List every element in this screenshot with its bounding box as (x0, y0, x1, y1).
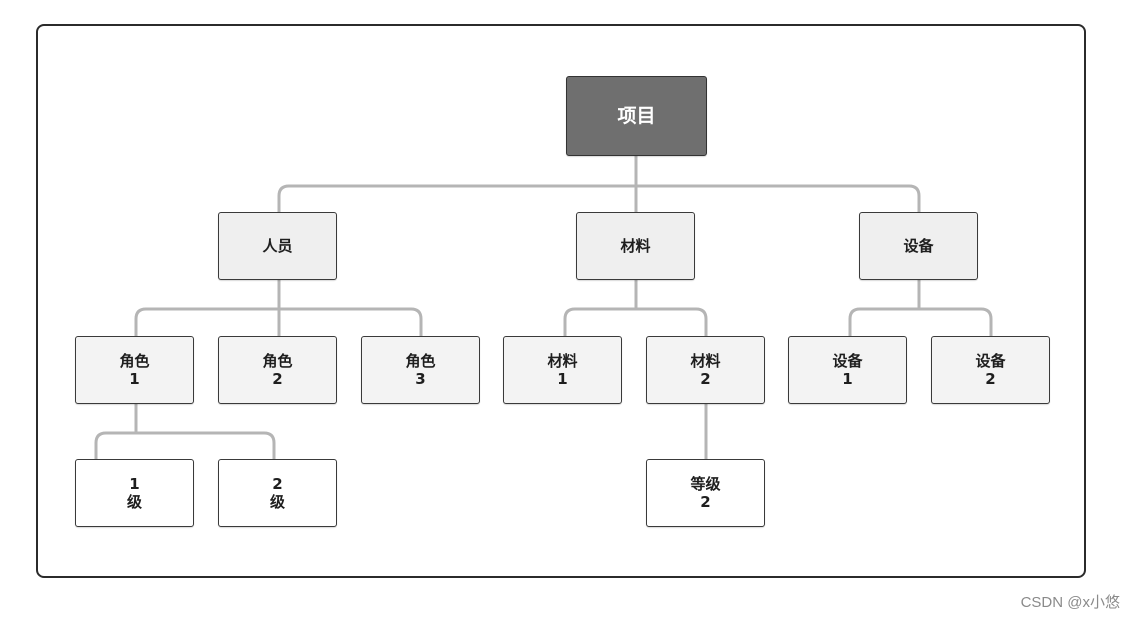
node-level-1-line-2: 级 (126, 493, 142, 511)
node-role-1-line-2: 1 (129, 370, 140, 388)
connector-role1-bus (94, 431, 276, 461)
node-project-label: 项目 (617, 105, 656, 127)
node-material-2-line-1: 材料 (690, 352, 721, 370)
node-level-2-line-1: 2 (272, 475, 283, 493)
node-role-3-line-1: 角色 (405, 352, 436, 370)
node-equipment-2-line-1: 设备 (975, 352, 1006, 370)
connector-materials-bus (563, 307, 708, 338)
node-material-1: 材料 1 (503, 336, 622, 404)
node-equipment: 设备 (859, 212, 978, 280)
node-role-1: 角色 1 (75, 336, 194, 404)
diagram-frame (36, 24, 1086, 578)
node-role-2-line-1: 角色 (262, 352, 293, 370)
node-equipment-2: 设备 2 (931, 336, 1050, 404)
node-level-2: 2 级 (218, 459, 337, 527)
node-material-1-line-1: 材料 (547, 352, 578, 370)
node-level-2-line-2: 级 (269, 493, 285, 511)
node-personnel: 人员 (218, 212, 337, 280)
node-role-3: 角色 3 (361, 336, 480, 404)
watermark: CSDN @x小悠 (1020, 594, 1120, 611)
node-level-1: 1 级 (75, 459, 194, 527)
node-personnel-label: 人员 (262, 237, 293, 255)
node-grade-2-line-2: 2 (700, 493, 711, 511)
node-project: 项目 (566, 76, 707, 156)
node-level-1-line-1: 1 (129, 475, 140, 493)
node-role-1-line-1: 角色 (119, 352, 150, 370)
node-equipment-label: 设备 (903, 237, 934, 255)
node-role-2-line-2: 2 (272, 370, 283, 388)
node-materials-label: 材料 (620, 237, 651, 255)
node-grade-2: 等级 2 (646, 459, 765, 527)
node-equipment-1-line-2: 1 (842, 370, 853, 388)
node-grade-2-line-1: 等级 (690, 475, 721, 493)
node-materials: 材料 (576, 212, 695, 280)
connector-root-bus (277, 184, 921, 214)
node-material-2-line-2: 2 (700, 370, 711, 388)
node-equipment-1-line-1: 设备 (832, 352, 863, 370)
node-equipment-2-line-2: 2 (985, 370, 996, 388)
node-equipment-1: 设备 1 (788, 336, 907, 404)
node-material-1-line-2: 1 (557, 370, 568, 388)
node-material-2: 材料 2 (646, 336, 765, 404)
connector-equipment-bus (848, 307, 993, 338)
node-role-3-line-2: 3 (415, 370, 426, 388)
node-role-2: 角色 2 (218, 336, 337, 404)
